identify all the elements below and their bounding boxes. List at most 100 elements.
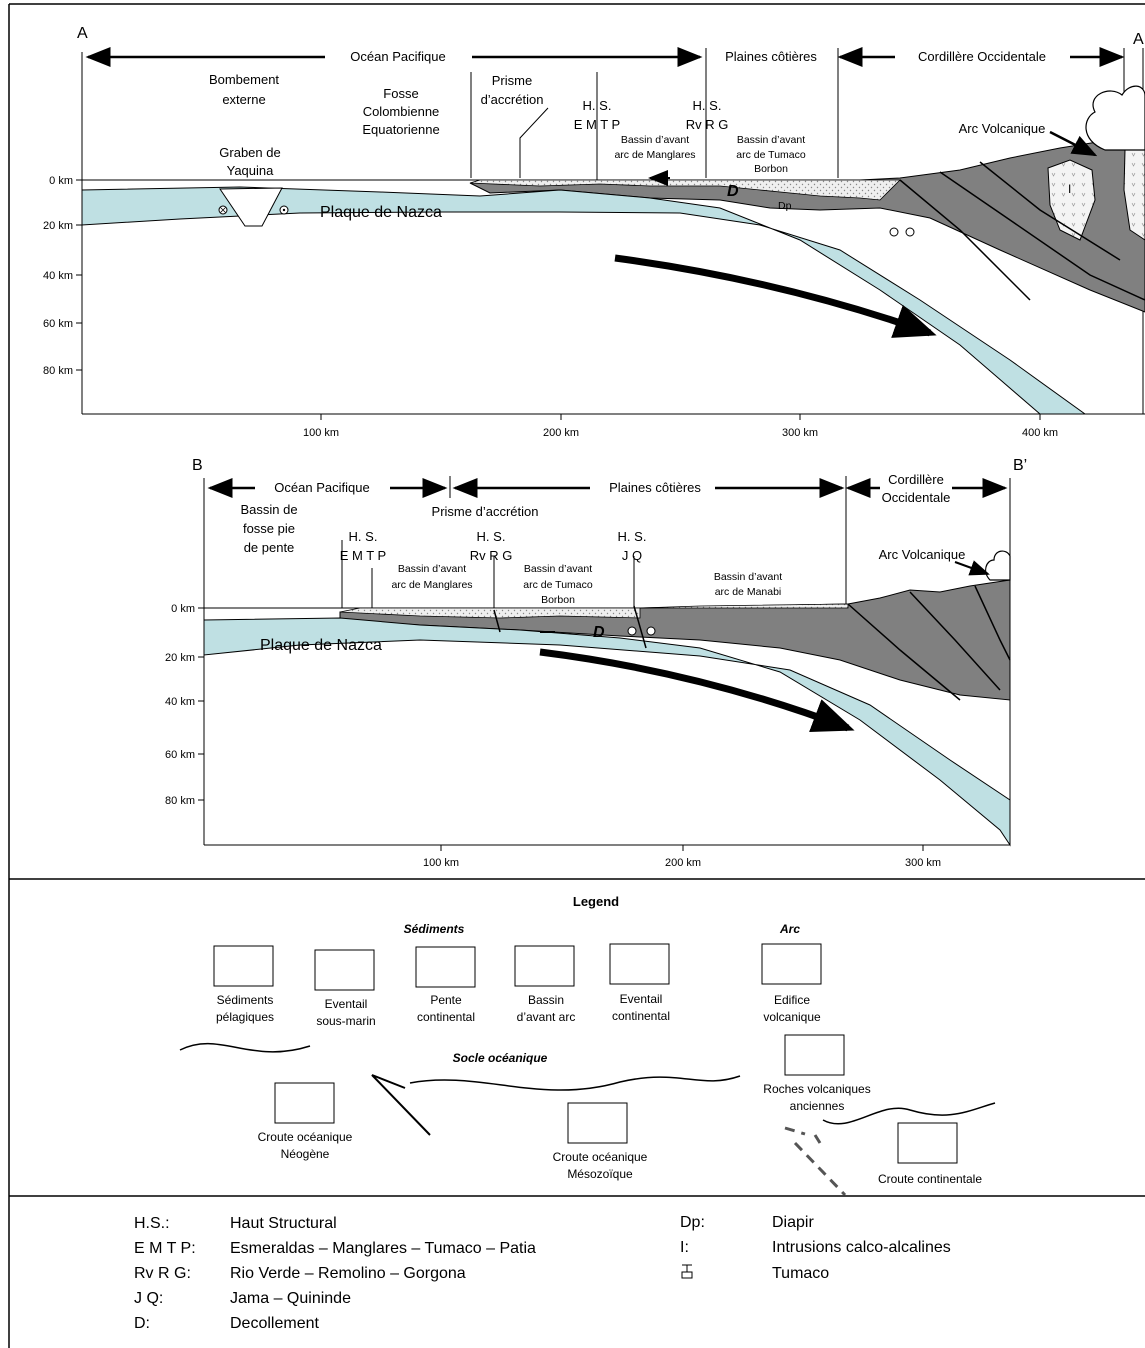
fosse-label-3: Equatorienne	[362, 122, 439, 137]
depth-tick: 40 km	[43, 270, 73, 282]
bassin-tumaco-label-2: arc de Tumaco	[736, 149, 806, 161]
distance-tick: 200 km	[543, 427, 579, 439]
hs3-label-b-2: J Q	[622, 548, 642, 563]
abbr-key: E M T P:	[134, 1240, 196, 1257]
graben-label-2: Yaquina	[227, 163, 275, 178]
hs1-label-b-2: E M T P	[340, 548, 386, 563]
intrusion-label: I	[1068, 182, 1071, 196]
section-b-domain-ocean: Océan Pacifique	[274, 480, 369, 495]
legend-swatch-bassin-avant-arc	[514, 945, 575, 987]
abbr-key: I:	[680, 1239, 689, 1256]
depth-tick: 0 km	[171, 603, 195, 615]
section-a-end-label: A	[1133, 31, 1144, 48]
hs2-label: H. S.	[693, 98, 722, 113]
abbr-key: H.S.:	[134, 1215, 170, 1232]
section-a-domain-cordillere: Cordillère Occidentale	[918, 49, 1046, 64]
bassin-manabi-label-2: arc de Manabi	[715, 586, 782, 598]
intrusion-body	[1047, 159, 1096, 241]
legend-swatch-croute-mesozoique	[567, 1102, 628, 1144]
fosse-label: Fosse	[383, 86, 418, 101]
depth-tick: 20 km	[43, 220, 73, 232]
fosse-label-2: Colombienne	[363, 104, 440, 119]
nazca-label-b: Plaque de Nazca	[260, 637, 382, 654]
depth-tick: 60 km	[165, 749, 195, 761]
forearc-sediments-b	[339, 603, 849, 619]
bassin-manabi-label: Bassin d’avant	[714, 571, 782, 583]
legend-arc-heading: Arc	[779, 922, 800, 936]
prisme-label: Prisme	[492, 73, 532, 88]
legend-label: continental	[612, 1009, 670, 1023]
figure-frame	[8, 3, 1145, 1348]
legend-label: Roches volcaniques	[763, 1082, 870, 1096]
legend-label: Edifice	[774, 993, 810, 1007]
abbr-value: Diapir	[772, 1214, 814, 1231]
legend-line-fault	[371, 1074, 431, 1136]
bassin-tumaco-label-b-3: Borbon	[541, 594, 575, 606]
legend-swatch-eventail-continental	[609, 943, 670, 985]
tumaco-symbol-icon	[681, 1264, 693, 1279]
distance-tick: 100 km	[303, 427, 339, 439]
decollement-label-b: D	[593, 624, 605, 641]
legend-swatch-croute-continentale	[897, 1122, 958, 1164]
legend-label: Pente	[430, 993, 462, 1007]
section-b-domain-cordillere: Cordillère	[888, 472, 944, 487]
section-a-domain-plaines: Plaines côtières	[725, 49, 817, 64]
abbr-key: D:	[134, 1315, 150, 1332]
bassin-manglares-label-b: Bassin d’avant	[398, 563, 466, 575]
abbr-key: Rv R G:	[134, 1265, 191, 1282]
distance-tick: 100 km	[423, 857, 459, 869]
legend-label: sous-marin	[316, 1014, 375, 1028]
distance-tick: 400 km	[1022, 427, 1058, 439]
section-b-start-label: B	[192, 457, 203, 474]
legend-swatch-edifice-volcanique	[761, 943, 822, 985]
section-b: B B’ Océan Pacifique Plaines côtières Co…	[165, 457, 1027, 869]
legend-swatch-roches-volcaniques	[784, 1034, 845, 1076]
subduction-arrow-b	[539, 648, 855, 732]
bombement-label: Bombement	[209, 72, 279, 87]
bassin-tumaco-label-b-2: arc de Tumaco	[523, 579, 593, 591]
abbr-key: J Q:	[134, 1290, 163, 1307]
legend-label: continental	[417, 1010, 475, 1024]
depth-tick: 0 km	[49, 175, 73, 187]
legend-label: Eventail	[325, 997, 368, 1011]
decollement-label-a: D	[727, 183, 739, 200]
hs1-label: H. S.	[583, 98, 612, 113]
legend-swatch-pente-continental	[415, 946, 476, 988]
section-a-start-label: A	[77, 25, 88, 42]
legend-swatch-croute-neogene	[274, 1082, 335, 1124]
section-b-domain-occidentale: Occidentale	[882, 490, 951, 505]
arc-volcanique-label-b: Arc Volcanique	[879, 547, 966, 562]
graben-label: Graben de	[219, 145, 280, 160]
section-a: A A Océan Pacifique Plaines côtières Cor…	[43, 25, 1145, 439]
forearc-sediments-a	[469, 179, 901, 201]
bassin-manglares-label-b-2: arc de Manglares	[391, 579, 472, 591]
distance-tick: 200 km	[665, 857, 701, 869]
bassin-fosse-label: Bassin de	[240, 502, 297, 517]
arc-volcanique-label-a: Arc Volcanique	[959, 121, 1046, 136]
hs3-label-b: H. S.	[618, 529, 647, 544]
legend-line-dashed	[784, 1126, 847, 1197]
legend-title: Legend	[573, 894, 619, 909]
depth-tick: 60 km	[43, 318, 73, 330]
hs2-label-b-2: Rv R G	[470, 548, 513, 563]
bassin-manglares-label: Bassin d’avant	[621, 134, 689, 146]
nazca-label-a: Plaque de Nazca	[320, 204, 442, 221]
subduction-arrow-a	[614, 254, 937, 338]
hs1-label-2: E M T P	[574, 117, 620, 132]
hs2-label-2: Rv R G	[686, 117, 729, 132]
legend-label: Croute océanique	[553, 1150, 648, 1164]
section-b-domain-plaines: Plaines côtières	[609, 480, 701, 495]
abbr-value: Jama – Quininde	[230, 1290, 351, 1307]
legend-label: pélagiques	[216, 1010, 274, 1024]
section-b-end-label: B’	[1013, 457, 1027, 474]
depth-tick: 40 km	[165, 696, 195, 708]
legend-label: Croute océanique	[258, 1130, 353, 1144]
legend-label: Sédiments	[217, 993, 274, 1007]
legend-swatch-eventail-sous-marin	[314, 949, 375, 991]
depth-tick: 80 km	[165, 795, 195, 807]
bassin-fosse-label-3: de pente	[244, 540, 295, 555]
nazca-plate-a	[81, 186, 1087, 415]
legend-label: Bassin	[528, 993, 564, 1007]
legend-line-wavy-3	[822, 1102, 996, 1125]
bassin-fosse-label-2: fosse pie	[243, 521, 295, 536]
